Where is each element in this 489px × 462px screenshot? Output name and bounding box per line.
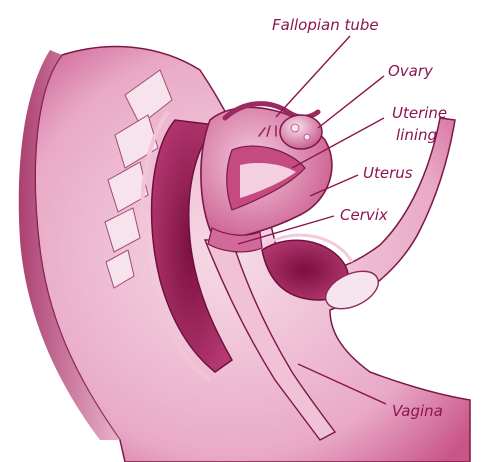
- ovary: [280, 115, 322, 149]
- label-vagina: Vagina: [392, 402, 443, 420]
- leader-fallopian-tube: [276, 36, 350, 117]
- label-ovary: Ovary: [388, 62, 434, 80]
- label-uterus: Uterus: [363, 164, 413, 182]
- leader-ovary: [318, 76, 384, 128]
- label-fallopian-tube: Fallopian tube: [272, 16, 379, 34]
- label-uterine-lining-line2: lining: [396, 126, 437, 144]
- label-cervix: Cervix: [340, 206, 388, 224]
- label-uterine-lining-line1: Uterine: [392, 104, 447, 122]
